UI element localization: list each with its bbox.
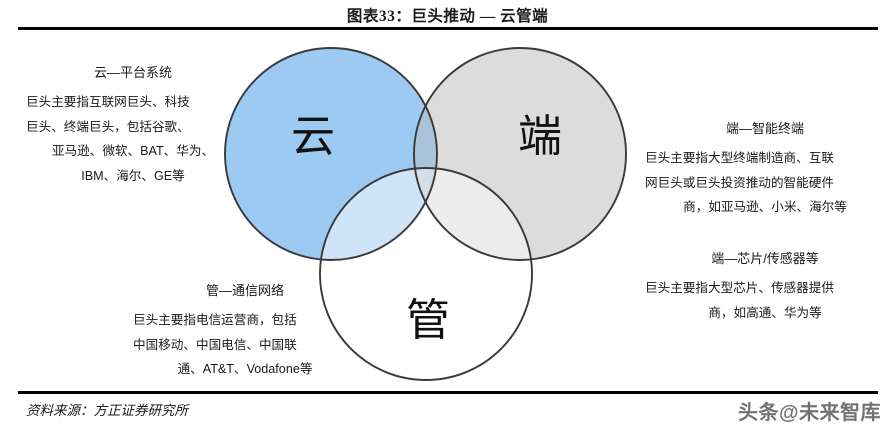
venn-outline-pipe [319, 167, 533, 381]
annotation-line: 巨头主要指电信运营商，包括 [133, 313, 297, 327]
footer-divider [18, 391, 878, 394]
annotation-pipe-body: 巨头主要指电信运营商，包括 中国移动、中国电信、中国联 通、AT&T、Vodaf… [133, 308, 357, 382]
overlap-device-pipe [414, 168, 532, 260]
venn-diagram: 云 端 管 [215, 28, 645, 388]
annotation-line: 巨头主要指大型芯片、传感器提供 [645, 281, 834, 295]
annotation-device: 端—智能终端 巨头主要指大型终端制造商、互联 网巨头或巨头投资推动的智能硬件 商… [645, 118, 885, 220]
annotation-line: 通、AT&T、Vodafone等 [177, 362, 313, 377]
annotation-line: 巨头主要指大型终端制造商、互联 [645, 151, 834, 165]
annotation-line: 商，如亚马逊、小米、海尔等 [683, 200, 847, 215]
annotation-chip-heading: 端—芯片/传感器等 [711, 251, 819, 266]
annotation-cloud-heading: 云—平台系统 [93, 65, 172, 80]
page-title: 图表33：巨头推动 — 云管端 [346, 8, 549, 25]
venn-label-device: 端 [518, 112, 562, 161]
overlap-cloud-pipe [320, 168, 437, 260]
annotation-line: 网巨头或巨头投资推动的智能硬件 [645, 175, 834, 190]
venn-outline-cloud [224, 47, 438, 261]
venn-svg: 云 端 管 [224, 47, 627, 381]
annotation-device-heading: 端—智能终端 [725, 121, 804, 136]
annotation-cloud-body: 巨头主要指互联网巨头、科技 巨头、终端巨头，包括谷歌、 亚马逊、微软、BAT、华… [26, 90, 240, 188]
annotation-chip-body: 巨头主要指大型芯片、传感器提供 商，如高通、华为等 [645, 276, 885, 325]
annotation-line: IBM、海尔、GE等 [81, 168, 185, 183]
source-note: 资料来源：方正证券研究所 [26, 403, 188, 418]
watermark: 头条@未来智库 [737, 402, 881, 424]
annotation-line: 中国移动、中国电信、中国联 [133, 337, 297, 352]
annotation-line: 巨头主要指互联网巨头、科技 [26, 95, 190, 109]
annotation-pipe-heading: 管—通信网络 [205, 283, 284, 298]
annotation-device-body: 巨头主要指大型终端制造商、互联 网巨头或巨头投资推动的智能硬件 商，如亚马逊、小… [645, 146, 885, 220]
annotation-line: 商，如高通、华为等 [708, 305, 822, 320]
annotation-chip: 端—芯片/传感器等 巨头主要指大型芯片、传感器提供 商，如高通、华为等 [645, 248, 885, 325]
annotation-pipe: 管—通信网络 巨头主要指电信运营商，包括 中国移动、中国电信、中国联 通、AT&… [133, 280, 357, 382]
venn-label-cloud: 云 [291, 112, 335, 161]
annotation-line: 亚马逊、微软、BAT、华为、 [51, 144, 215, 159]
venn-label-pipe: 管 [406, 296, 450, 345]
annotation-line: 巨头、终端巨头，包括谷歌、 [26, 119, 190, 134]
annotation-cloud: 云—平台系统 巨头主要指互联网巨头、科技 巨头、终端巨头，包括谷歌、 亚马逊、微… [26, 62, 240, 188]
venn-outline-device [413, 47, 627, 261]
title-divider [18, 27, 878, 30]
